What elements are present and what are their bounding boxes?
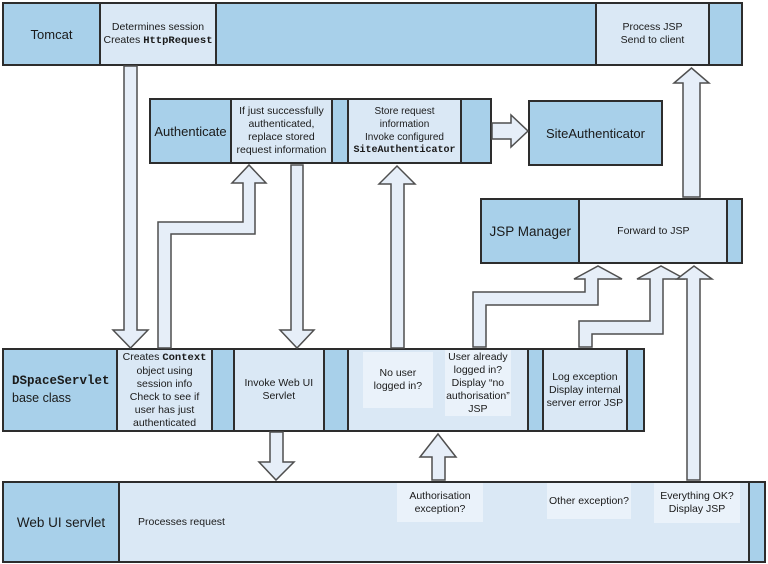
log-exception-box: Log exception Display internal server er… [541,350,627,430]
creates-context-text: Creates Context object using session inf… [122,350,207,429]
process-jsp-box: Process JSP Send to client [595,4,708,64]
arrow-session-to-context [111,65,150,350]
store-request-box: Store request information Invoke configu… [346,100,461,162]
context-code: Context [162,351,207,364]
jsp-manager-endcap [726,200,741,262]
log-exception-text: Log exception Display internal server er… [546,370,624,409]
arrow-authenticate-to-invoke [278,164,316,350]
tomcat-bar-endcap [708,4,741,64]
arrow-nouser-to-store-request [377,164,417,349]
arrow-logexception-to-forward [578,265,686,348]
creates-context-box: Creates Context object using session inf… [116,350,211,430]
authorisation-exception-label: Authorisation exception? [397,483,483,522]
arrow-forward-to-processjsp [671,67,712,198]
dspace-servlet-code: DSpaceServlet [12,374,110,388]
webui-servlet-label: Web UI servlet [16,514,106,530]
forward-to-jsp-box: Forward to JSP [578,200,727,262]
arrow-invoke-to-process-request [257,431,296,482]
webui-bar-endcap [748,483,764,561]
processes-request-label: Processes request [138,515,225,528]
dspace-bar-endcap [626,350,644,430]
dspace-bar-gap-1 [210,350,233,430]
httprequest-code: HttpRequest [143,34,213,47]
invoke-webui-box: Invoke Web UI Servlet [232,350,324,430]
tomcat-bar-filler [215,4,595,64]
authenticate-label: Authenticate [154,123,227,139]
determines-session-box: Determines session Creates HttpRequest [99,4,215,64]
dspace-servlet-row: DSpaceServlet base class Creates Context… [2,348,645,432]
arrow-context-to-authenticate [157,163,268,349]
store-request-text: Store request information Invoke configu… [349,105,461,157]
jsp-manager-box: JSP Manager [482,200,579,262]
arrow-everythingok-to-forward [674,265,715,481]
webui-servlet-row: Web UI servlet Processes request Authori… [2,481,766,563]
tomcat-box: Tomcat [4,4,99,64]
dspace-bar-gap-2 [323,350,347,430]
authenticate-bar-gap [330,100,347,162]
tomcat-row: Tomcat Determines session Creates HttpRe… [2,2,743,66]
dspace-servlet-box: DSpaceServlet base class [4,350,117,430]
dspace-bar-gap-3 [526,350,542,430]
no-user-logged-in-label: No user logged in? [362,352,433,408]
jsp-manager-label: JSP Manager [489,223,572,239]
siteauthenticator-code: SiteAuthenticator [353,145,456,156]
processes-request-bar: Processes request Authorisation exceptio… [118,483,748,561]
arrow-authexception-to-questions [418,432,458,481]
jsp-manager-row: JSP Manager Forward to JSP [480,198,743,264]
authenticate-bar-endcap [460,100,491,162]
authenticate-row: Authenticate If just successfully authen… [149,98,492,164]
process-jsp-text: Process JSP Send to client [620,21,685,46]
if-just-authenticated-text: If just successfully authenticated, repl… [236,105,327,156]
forward-to-jsp-label: Forward to JSP [617,224,690,237]
dspace-servlet-title: DSpaceServlet base class [12,374,110,405]
authenticate-box: Authenticate [151,100,231,162]
login-questions-box: No user logged in? User already logged i… [346,350,527,430]
arrow-useralready-to-forward [472,265,623,348]
tomcat-label: Tomcat [30,26,73,42]
site-authenticator-box: SiteAuthenticator [528,100,663,166]
site-authenticator-label: SiteAuthenticator [545,125,645,141]
webui-servlet-box: Web UI servlet [4,483,118,561]
user-already-logged-in-label: User already logged in? Display “no auth… [444,350,511,416]
if-just-authenticated-box: If just successfully authenticated, repl… [230,100,331,162]
invoke-webui-text: Invoke Web UI Servlet [244,377,314,402]
other-exception-label: Other exception? [547,483,631,519]
everything-ok-label: Everything OK? Display JSP [654,483,740,523]
arrow-store-to-siteauthenticator [491,113,530,149]
determines-session-text: Determines session Creates HttpRequest [103,20,213,47]
